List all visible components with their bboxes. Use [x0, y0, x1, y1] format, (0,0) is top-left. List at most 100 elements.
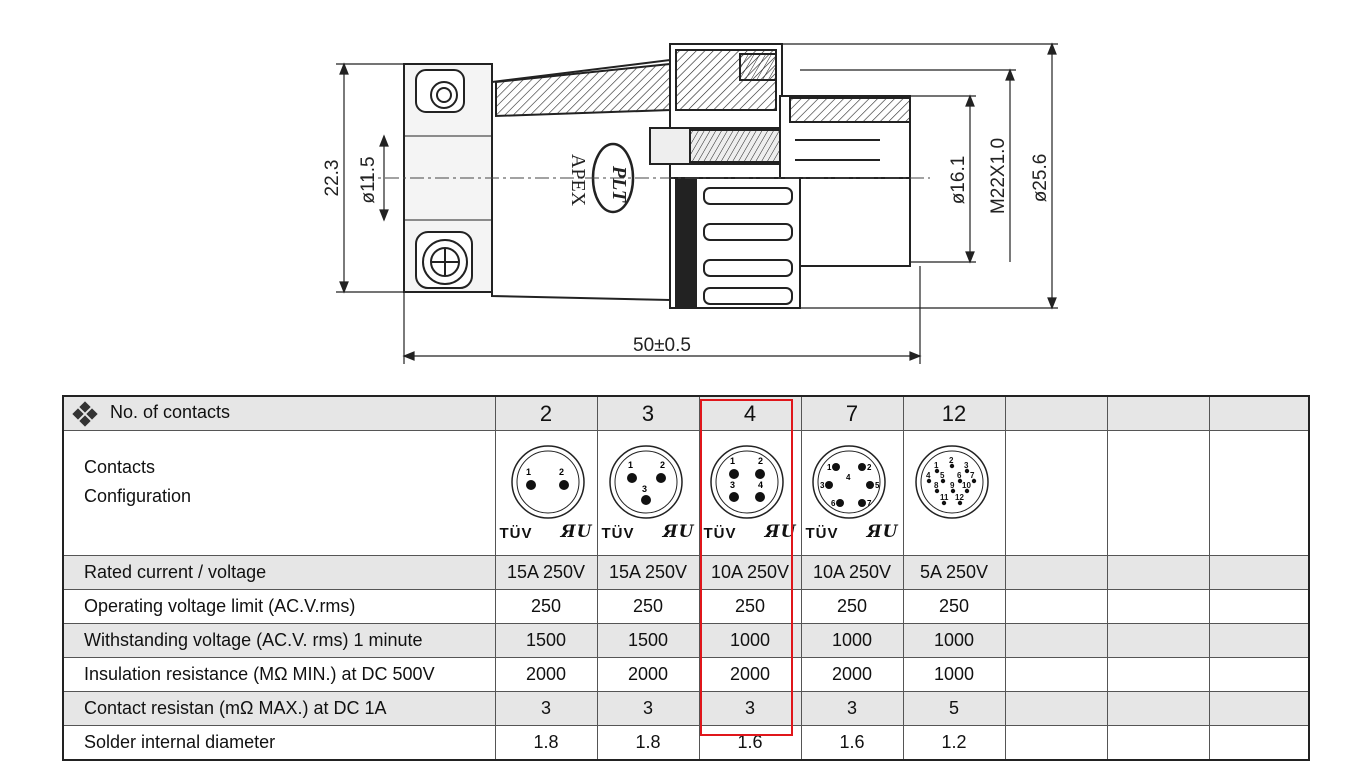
spec-value: 250	[596, 589, 700, 624]
pin-dot	[964, 468, 969, 474]
empty-cell	[1106, 555, 1210, 590]
empty-cell	[1106, 725, 1210, 761]
pin-layout-2: 1 2 TÜV ЯU	[494, 430, 598, 556]
spec-row: Solder internal diameter 1.8 1.8 1.6 1.6…	[62, 725, 1310, 761]
spec-value: 1500	[494, 623, 598, 658]
empty-cell	[1004, 657, 1108, 692]
pin-label: 4	[846, 473, 851, 482]
pin-dot	[754, 469, 765, 479]
spec-value: 5A 250V	[902, 555, 1006, 590]
config-label-cell: Contacts Configuration	[62, 430, 496, 556]
pin-dot	[857, 499, 866, 507]
empty-cell	[1004, 589, 1108, 624]
contact-count: 12	[902, 395, 1006, 431]
pin-dot	[934, 488, 939, 494]
spec-label: Rated current / voltage	[62, 555, 496, 590]
pin-label: 2	[949, 456, 954, 465]
config-label-line2: Configuration	[84, 486, 192, 506]
empty-cell	[1208, 395, 1310, 431]
empty-cell	[1208, 623, 1310, 658]
pin-dot	[835, 499, 844, 507]
pin-dot	[824, 481, 833, 489]
pin-dot	[940, 478, 945, 484]
spec-value: 3	[494, 691, 598, 726]
spec-value: 2000	[800, 657, 904, 692]
empty-cell	[1004, 395, 1108, 431]
spec-value: 15A 250V	[596, 555, 700, 590]
spec-value: 3	[800, 691, 904, 726]
pin-dot	[957, 478, 962, 484]
pin-label: 5	[940, 471, 945, 480]
spec-value: 1500	[596, 623, 700, 658]
contact-count: 4	[698, 395, 802, 431]
dim-thread: M22X1.0	[988, 138, 1009, 214]
spec-value: 1.8	[596, 725, 700, 761]
empty-cell	[1208, 691, 1310, 726]
empty-cell	[1208, 430, 1310, 556]
spec-value: 10A 250V	[800, 555, 904, 590]
tuv-mark: TÜV	[703, 525, 737, 542]
pin-layout-7: 1 2 3 4 5 6 7 TÜV ЯU	[800, 430, 904, 556]
pin-dot	[865, 481, 874, 489]
pin-diagram-7: 1 2 3 4 5 6 7	[811, 445, 886, 519]
header-row: No. of contacts 2 3 4 7 12	[62, 395, 1310, 431]
spec-value: 1000	[902, 657, 1006, 692]
spec-value: 1.6	[698, 725, 802, 761]
empty-cell	[1106, 691, 1210, 726]
pin-dot	[640, 495, 651, 505]
pin-diagram-3: 1 2 3	[608, 445, 683, 519]
pin-label: 10	[962, 481, 971, 490]
spec-value: 250	[800, 589, 904, 624]
spec-value: 1000	[800, 623, 904, 658]
pin-dot	[964, 488, 969, 494]
spec-value: 1000	[902, 623, 1006, 658]
pin-label: 2	[758, 456, 763, 466]
contacts-count-label: No. of contacts	[110, 402, 231, 423]
pin-dot	[754, 492, 765, 502]
tuv-mark: TÜV	[499, 525, 533, 542]
pin-layout-4: 1 2 3 4 TÜV ЯU	[698, 430, 802, 556]
pin-dot	[926, 478, 931, 484]
contact-count: 7	[800, 395, 904, 431]
contact-count: 3	[596, 395, 700, 431]
spec-value: 5	[902, 691, 1006, 726]
pin-dot	[558, 480, 569, 490]
connector-drawing: APEX PLT 22.3	[322, 42, 1058, 364]
pin-label: 3	[820, 481, 825, 490]
spec-value: 2000	[698, 657, 802, 692]
pin-label: 1	[730, 456, 735, 466]
empty-cell	[1208, 589, 1310, 624]
config-row: Contacts Configuration 1 2 TÜV ЯU	[62, 430, 1310, 556]
pin-label: 3	[964, 461, 969, 470]
pin-dot	[655, 473, 666, 483]
pin-dot	[857, 463, 866, 471]
pin-label: 12	[955, 493, 964, 502]
pin-label: 3	[642, 484, 647, 494]
pin-label: 1	[628, 460, 633, 470]
contacts-count-label-cell: No. of contacts	[62, 395, 496, 431]
spec-value: 2000	[494, 657, 598, 692]
ul-mark: ЯU	[662, 522, 695, 542]
spec-value: 250	[902, 589, 1006, 624]
pin-label: 4	[758, 480, 763, 490]
pin-label: 2	[559, 467, 564, 477]
empty-cell	[1106, 430, 1210, 556]
pin-dot	[941, 500, 946, 506]
pin-label: 1	[827, 463, 832, 472]
empty-cell	[1106, 589, 1210, 624]
pin-dot	[626, 473, 637, 483]
pin-dot	[728, 469, 739, 479]
dimension-lines	[336, 42, 1058, 364]
empty-cell	[1004, 555, 1108, 590]
pin-layout-12: 1 2 3 4 5 6 7 8 9 10 11 12	[902, 430, 1006, 556]
spec-value: 1.8	[494, 725, 598, 761]
pin-layout-3: 1 2 3 TÜV ЯU	[596, 430, 700, 556]
spec-value: 250	[494, 589, 598, 624]
pin-label: 7	[970, 471, 975, 480]
spec-label: Contact resistan (mΩ MAX.) at DC 1A	[62, 691, 496, 726]
pin-label: 6	[957, 471, 962, 480]
diamonds-icon	[72, 400, 100, 427]
spec-row: Operating voltage limit (AC.V.rms) 250 2…	[62, 589, 1310, 624]
pin-label: 11	[940, 493, 949, 502]
pin-label: 9	[950, 481, 955, 490]
